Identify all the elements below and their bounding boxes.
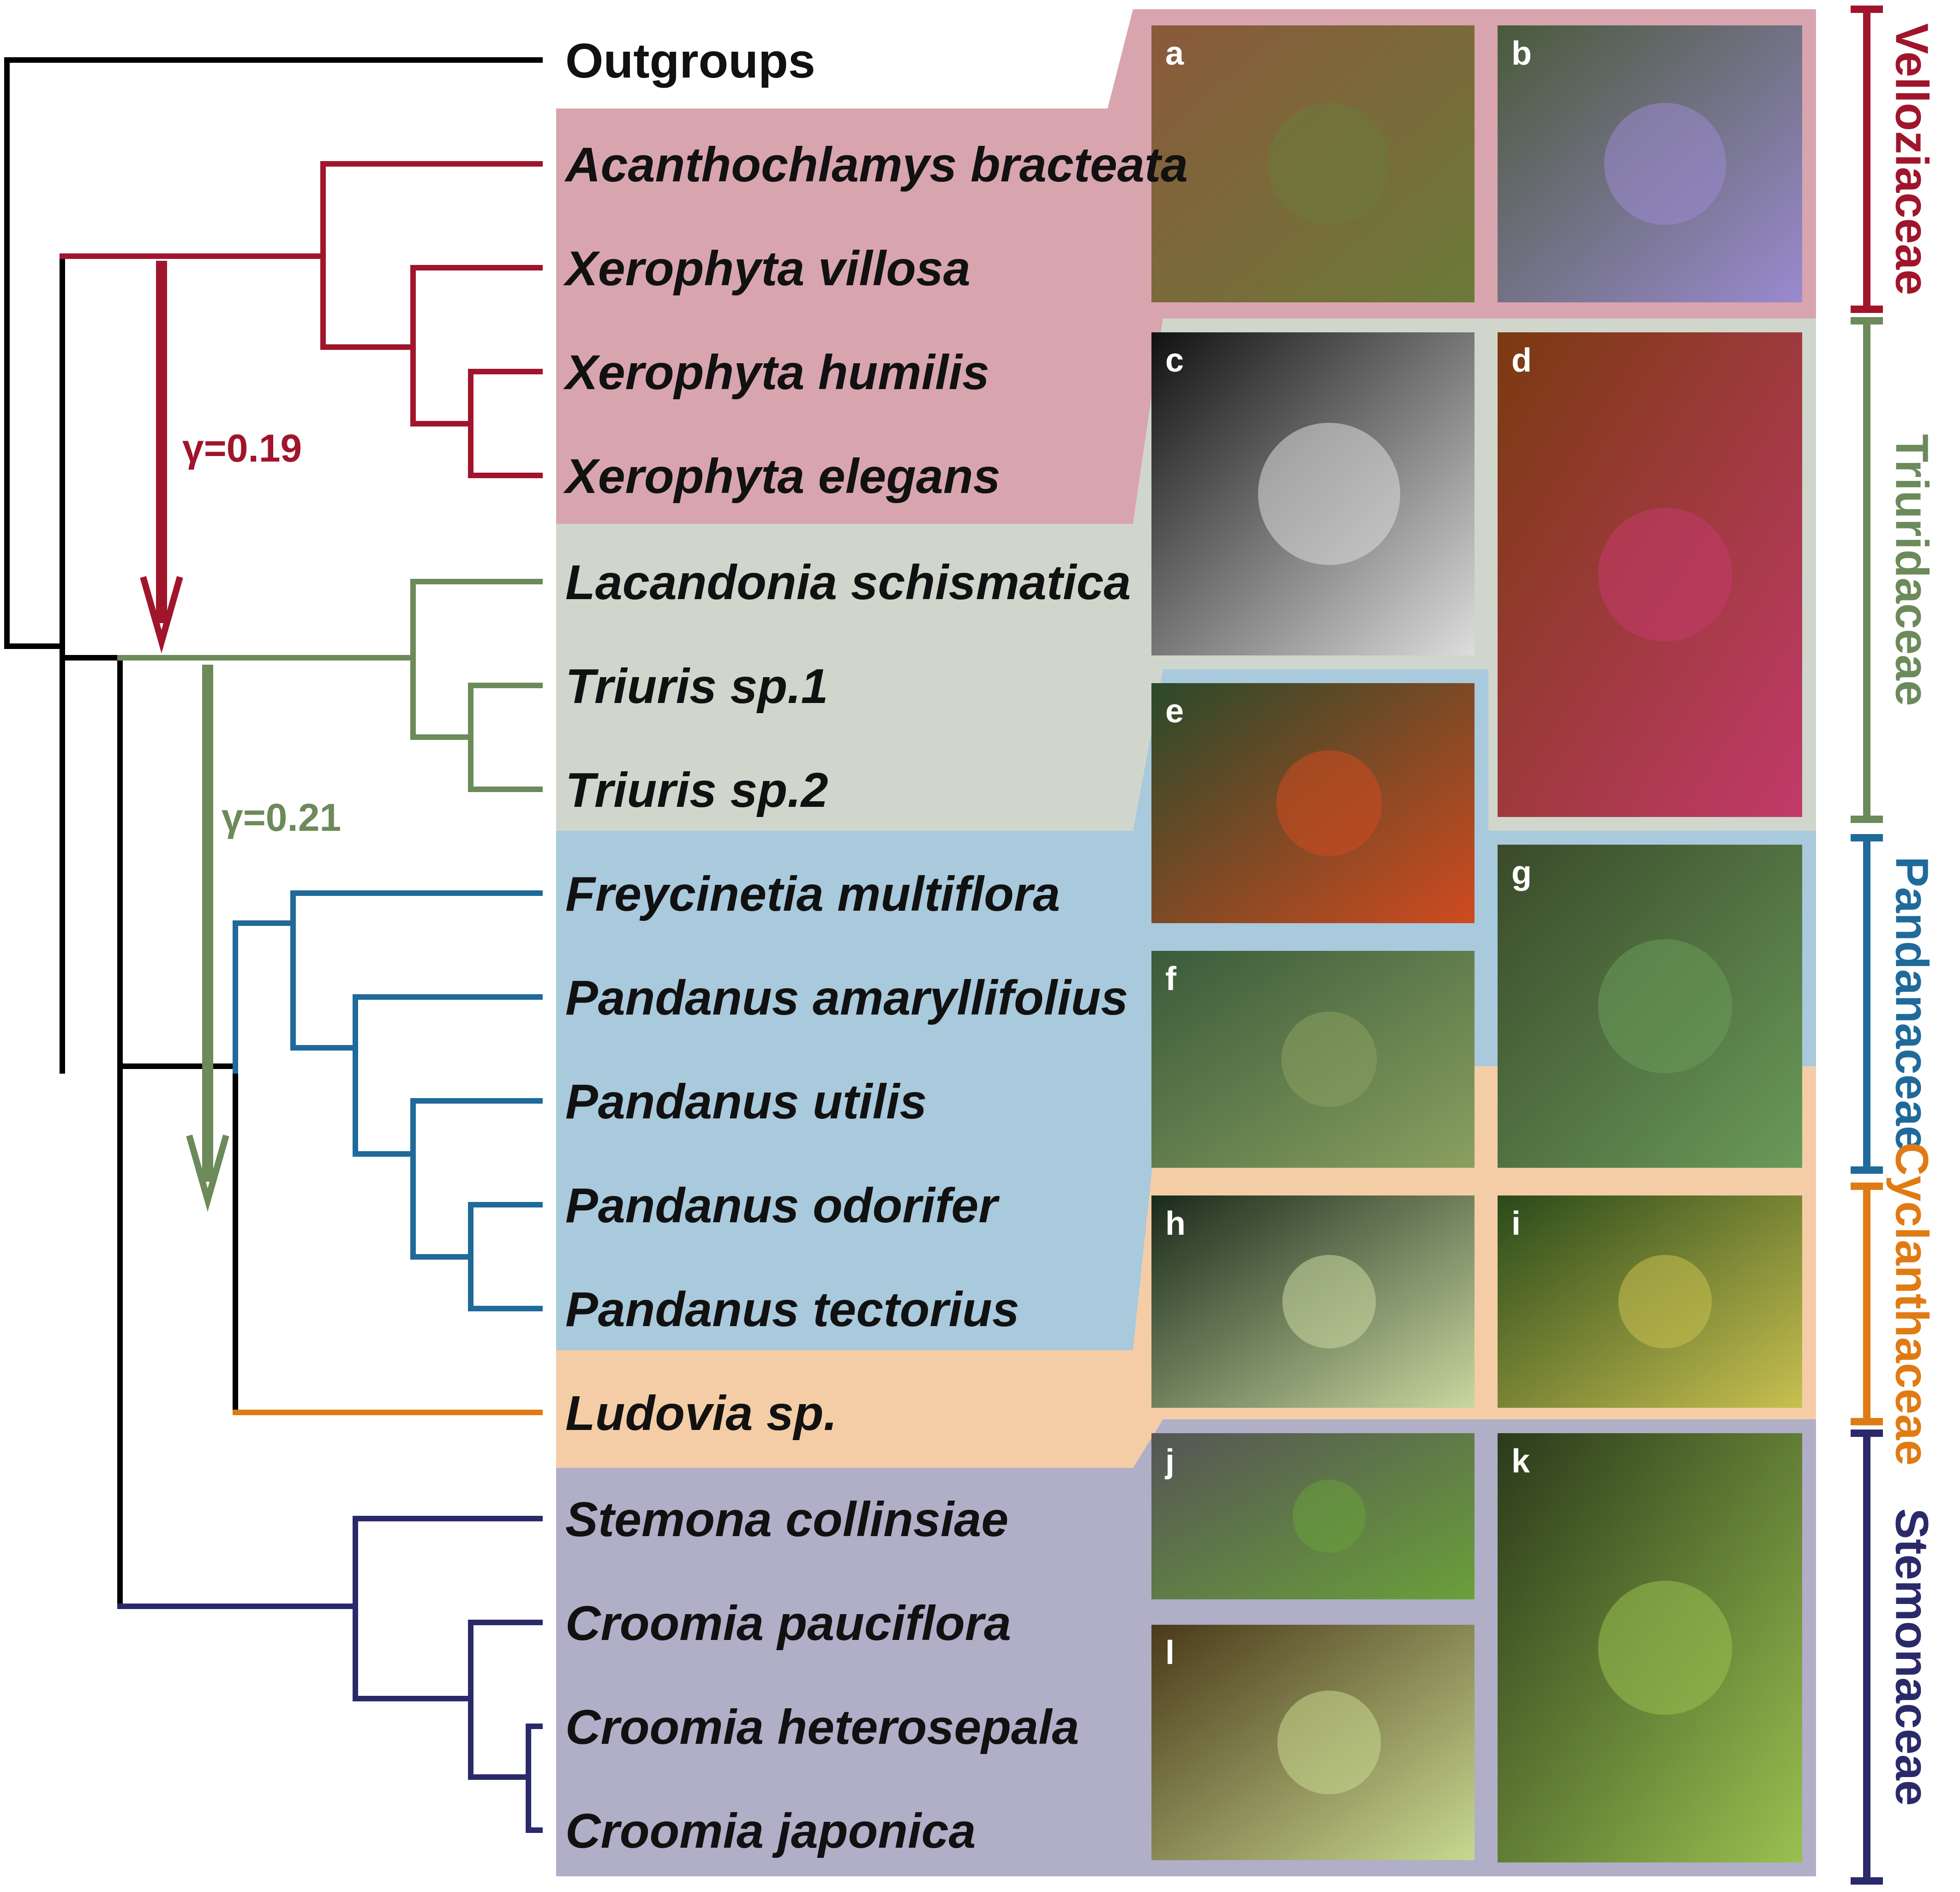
freycinetia-photo bbox=[1151, 683, 1474, 923]
panel-letter-g: g bbox=[1511, 854, 1532, 891]
panel-letter-k: k bbox=[1511, 1443, 1530, 1480]
cyclanthaceae-flower-photo bbox=[1151, 1195, 1474, 1408]
taxon-label-triuris2: Triuris sp.2 bbox=[565, 763, 828, 817]
cyclanthaceae-bracket bbox=[1851, 1183, 1883, 1425]
hybridization-arrows: γ=0.19 γ=0.21 bbox=[140, 261, 341, 1212]
cyclanthaceae-spadix-photo bbox=[1498, 1195, 1802, 1408]
hybrid-arrow-head bbox=[186, 1135, 229, 1212]
panel-letter-e: e bbox=[1165, 693, 1184, 730]
panel-letter-h: h bbox=[1165, 1205, 1186, 1242]
velloziaceae-habitat-photo bbox=[1151, 25, 1474, 302]
taxon-label-xelegans: Xerophyta elegans bbox=[563, 449, 1001, 504]
taxon-label-lacandonia: Lacandonia schismatica bbox=[565, 555, 1131, 610]
stemona-vine-photo bbox=[1151, 1433, 1474, 1599]
taxon-label-triuris1: Triuris sp.1 bbox=[565, 659, 828, 714]
photo-panels: a b c d e f g h i j k l bbox=[1151, 25, 1802, 1862]
panel-letter-c: c bbox=[1165, 342, 1184, 379]
panel-letter-b: b bbox=[1511, 35, 1532, 72]
star-flower-photo bbox=[1151, 332, 1474, 655]
triuridaceae-bracket bbox=[1851, 317, 1883, 823]
taxon-label-cheterosepala: Croomia heterosepala bbox=[565, 1700, 1079, 1754]
taxon-label-ludovia: Ludovia sp. bbox=[565, 1386, 837, 1441]
family-label-pandanaceae: Pandanaceae bbox=[1886, 856, 1938, 1151]
velloziaceae-flowers-photo bbox=[1498, 25, 1802, 302]
panel-letter-d: d bbox=[1511, 342, 1532, 379]
croomia-plant-photo bbox=[1498, 1433, 1802, 1862]
phylogenetic-tree bbox=[4, 57, 543, 1833]
croomia-flower-photo bbox=[1151, 1625, 1474, 1860]
panel-letter-l: l bbox=[1165, 1634, 1175, 1671]
panel-letter-f: f bbox=[1165, 961, 1177, 997]
taxon-label-cpauciflora: Croomia pauciflora bbox=[565, 1596, 1011, 1651]
family-brackets: VelloziaceaeTriuridaceaePandanaceaeCycla… bbox=[1851, 6, 1938, 1885]
gamma-label: γ=0.19 bbox=[182, 426, 302, 470]
taxon-label-acanthochlamys: Acanthochlamys bracteata bbox=[564, 138, 1188, 192]
gamma-label: γ=0.21 bbox=[222, 796, 341, 839]
taxon-label-pamaryllifolius: Pandanus amaryllifolius bbox=[565, 971, 1128, 1025]
taxon-label-xvillosa: Xerophyta villosa bbox=[563, 241, 971, 296]
taxon-label-ptectorius: Pandanus tectorius bbox=[565, 1282, 1019, 1337]
taxon-label-podorifer: Pandanus odorifer bbox=[565, 1178, 1000, 1233]
pandanus-fruit-photo bbox=[1498, 845, 1802, 1168]
stemonaceae-bracket bbox=[1851, 1430, 1883, 1885]
taxon-label-freycinetia: Freycinetia multiflora bbox=[565, 867, 1060, 921]
panel-letter-a: a bbox=[1165, 35, 1184, 72]
pandanaceae-bracket bbox=[1851, 834, 1883, 1174]
hybrid-arrow-head bbox=[140, 576, 183, 654]
family-label-triuridaceae: Triuridaceae bbox=[1886, 434, 1938, 706]
taxon-label-stemona: Stemona collinsiae bbox=[565, 1492, 1008, 1547]
family-label-velloziaceae: Velloziaceae bbox=[1886, 23, 1938, 295]
velloziaceae-bracket bbox=[1851, 6, 1883, 313]
panel-letter-j: j bbox=[1164, 1443, 1175, 1480]
panel-letter-i: i bbox=[1511, 1205, 1521, 1242]
taxon-label-putilis: Pandanus utilis bbox=[565, 1075, 927, 1129]
pandanus-tree-photo bbox=[1151, 951, 1474, 1168]
family-label-stemonaceae: Stemonaceae bbox=[1886, 1508, 1938, 1806]
taxon-label-outgroups: Outgroups bbox=[565, 34, 815, 88]
family-label-cyclanthaceae: Cyclanthaceae bbox=[1886, 1142, 1938, 1466]
triuris-inflorescence-photo bbox=[1498, 332, 1802, 817]
taxon-label-cjaponica: Croomia japonica bbox=[565, 1804, 976, 1858]
taxon-label-xhumilis: Xerophyta humilis bbox=[563, 345, 989, 400]
